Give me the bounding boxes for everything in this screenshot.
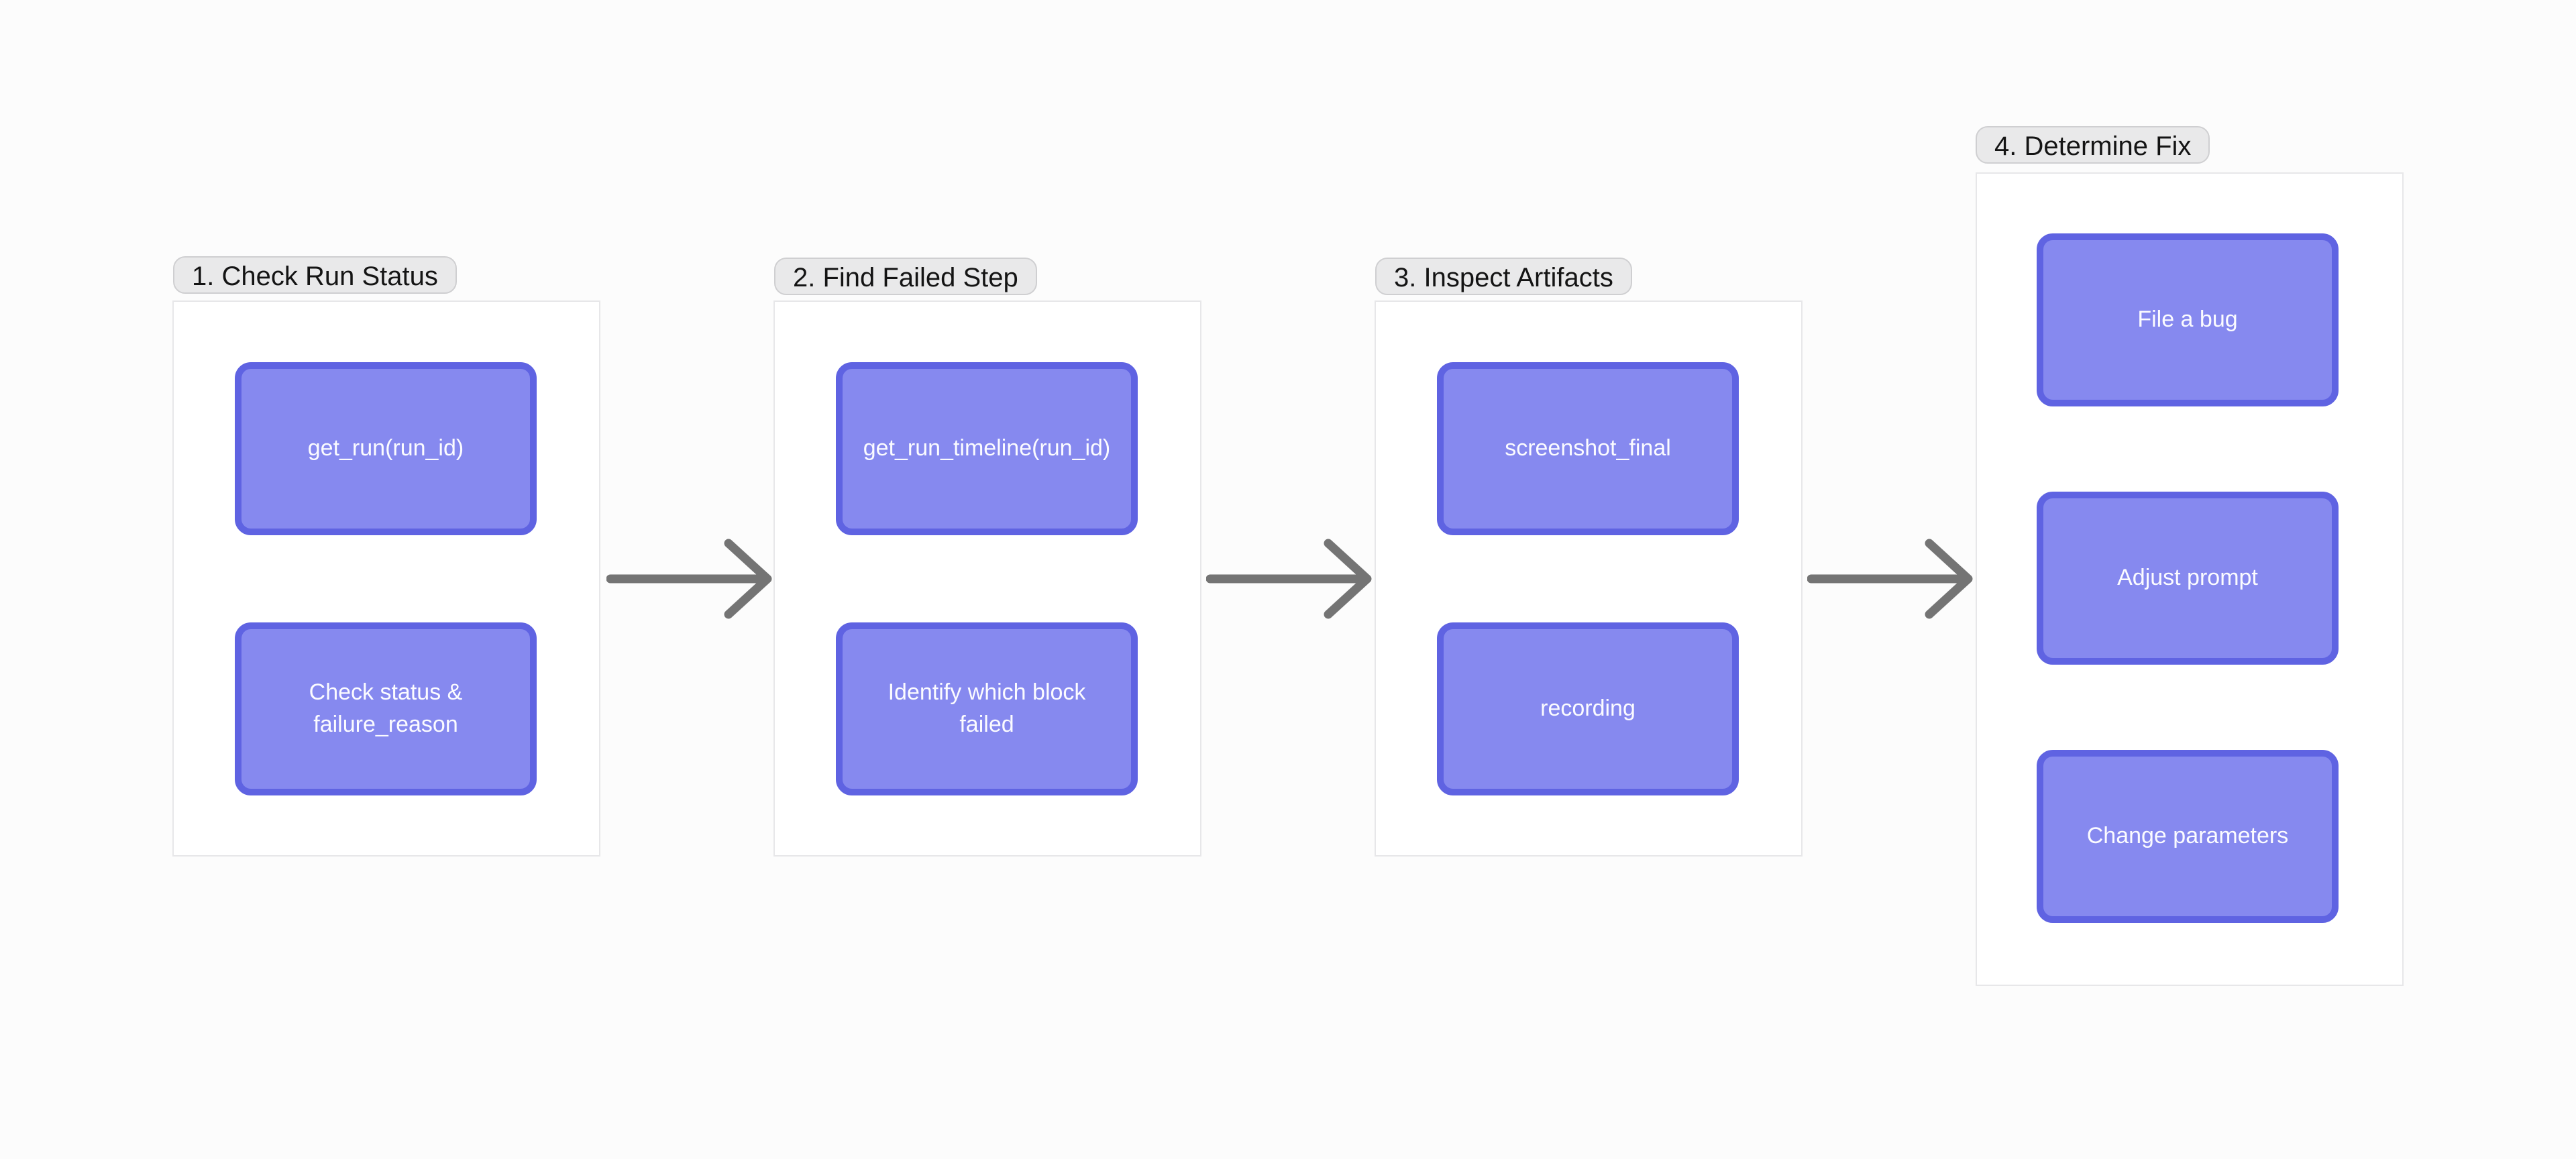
arrow-right-icon[interactable]: [606, 535, 774, 622]
arrow-right-icon[interactable]: [1206, 535, 1374, 622]
node-check-status-failure-reason[interactable]: Check status & failure_reason: [235, 622, 537, 795]
group-label-find-failed-step[interactable]: 2. Find Failed Step: [774, 258, 1037, 295]
group-label-inspect-artifacts[interactable]: 3. Inspect Artifacts: [1375, 258, 1632, 295]
group-label-determine-fix[interactable]: 4. Determine Fix: [1976, 126, 2210, 164]
group-label-check-run-status[interactable]: 1. Check Run Status: [173, 256, 457, 294]
node-get-run-timeline[interactable]: get_run_timeline(run_id): [836, 362, 1138, 535]
node-file-a-bug[interactable]: File a bug: [2037, 233, 2339, 406]
node-change-parameters[interactable]: Change parameters: [2037, 750, 2339, 923]
arrow-right-icon[interactable]: [1807, 535, 1975, 622]
node-get-run[interactable]: get_run(run_id): [235, 362, 537, 535]
node-adjust-prompt[interactable]: Adjust prompt: [2037, 492, 2339, 665]
node-screenshot-final[interactable]: screenshot_final: [1437, 362, 1739, 535]
node-identify-failed-block[interactable]: Identify which block failed: [836, 622, 1138, 795]
node-recording[interactable]: recording: [1437, 622, 1739, 795]
